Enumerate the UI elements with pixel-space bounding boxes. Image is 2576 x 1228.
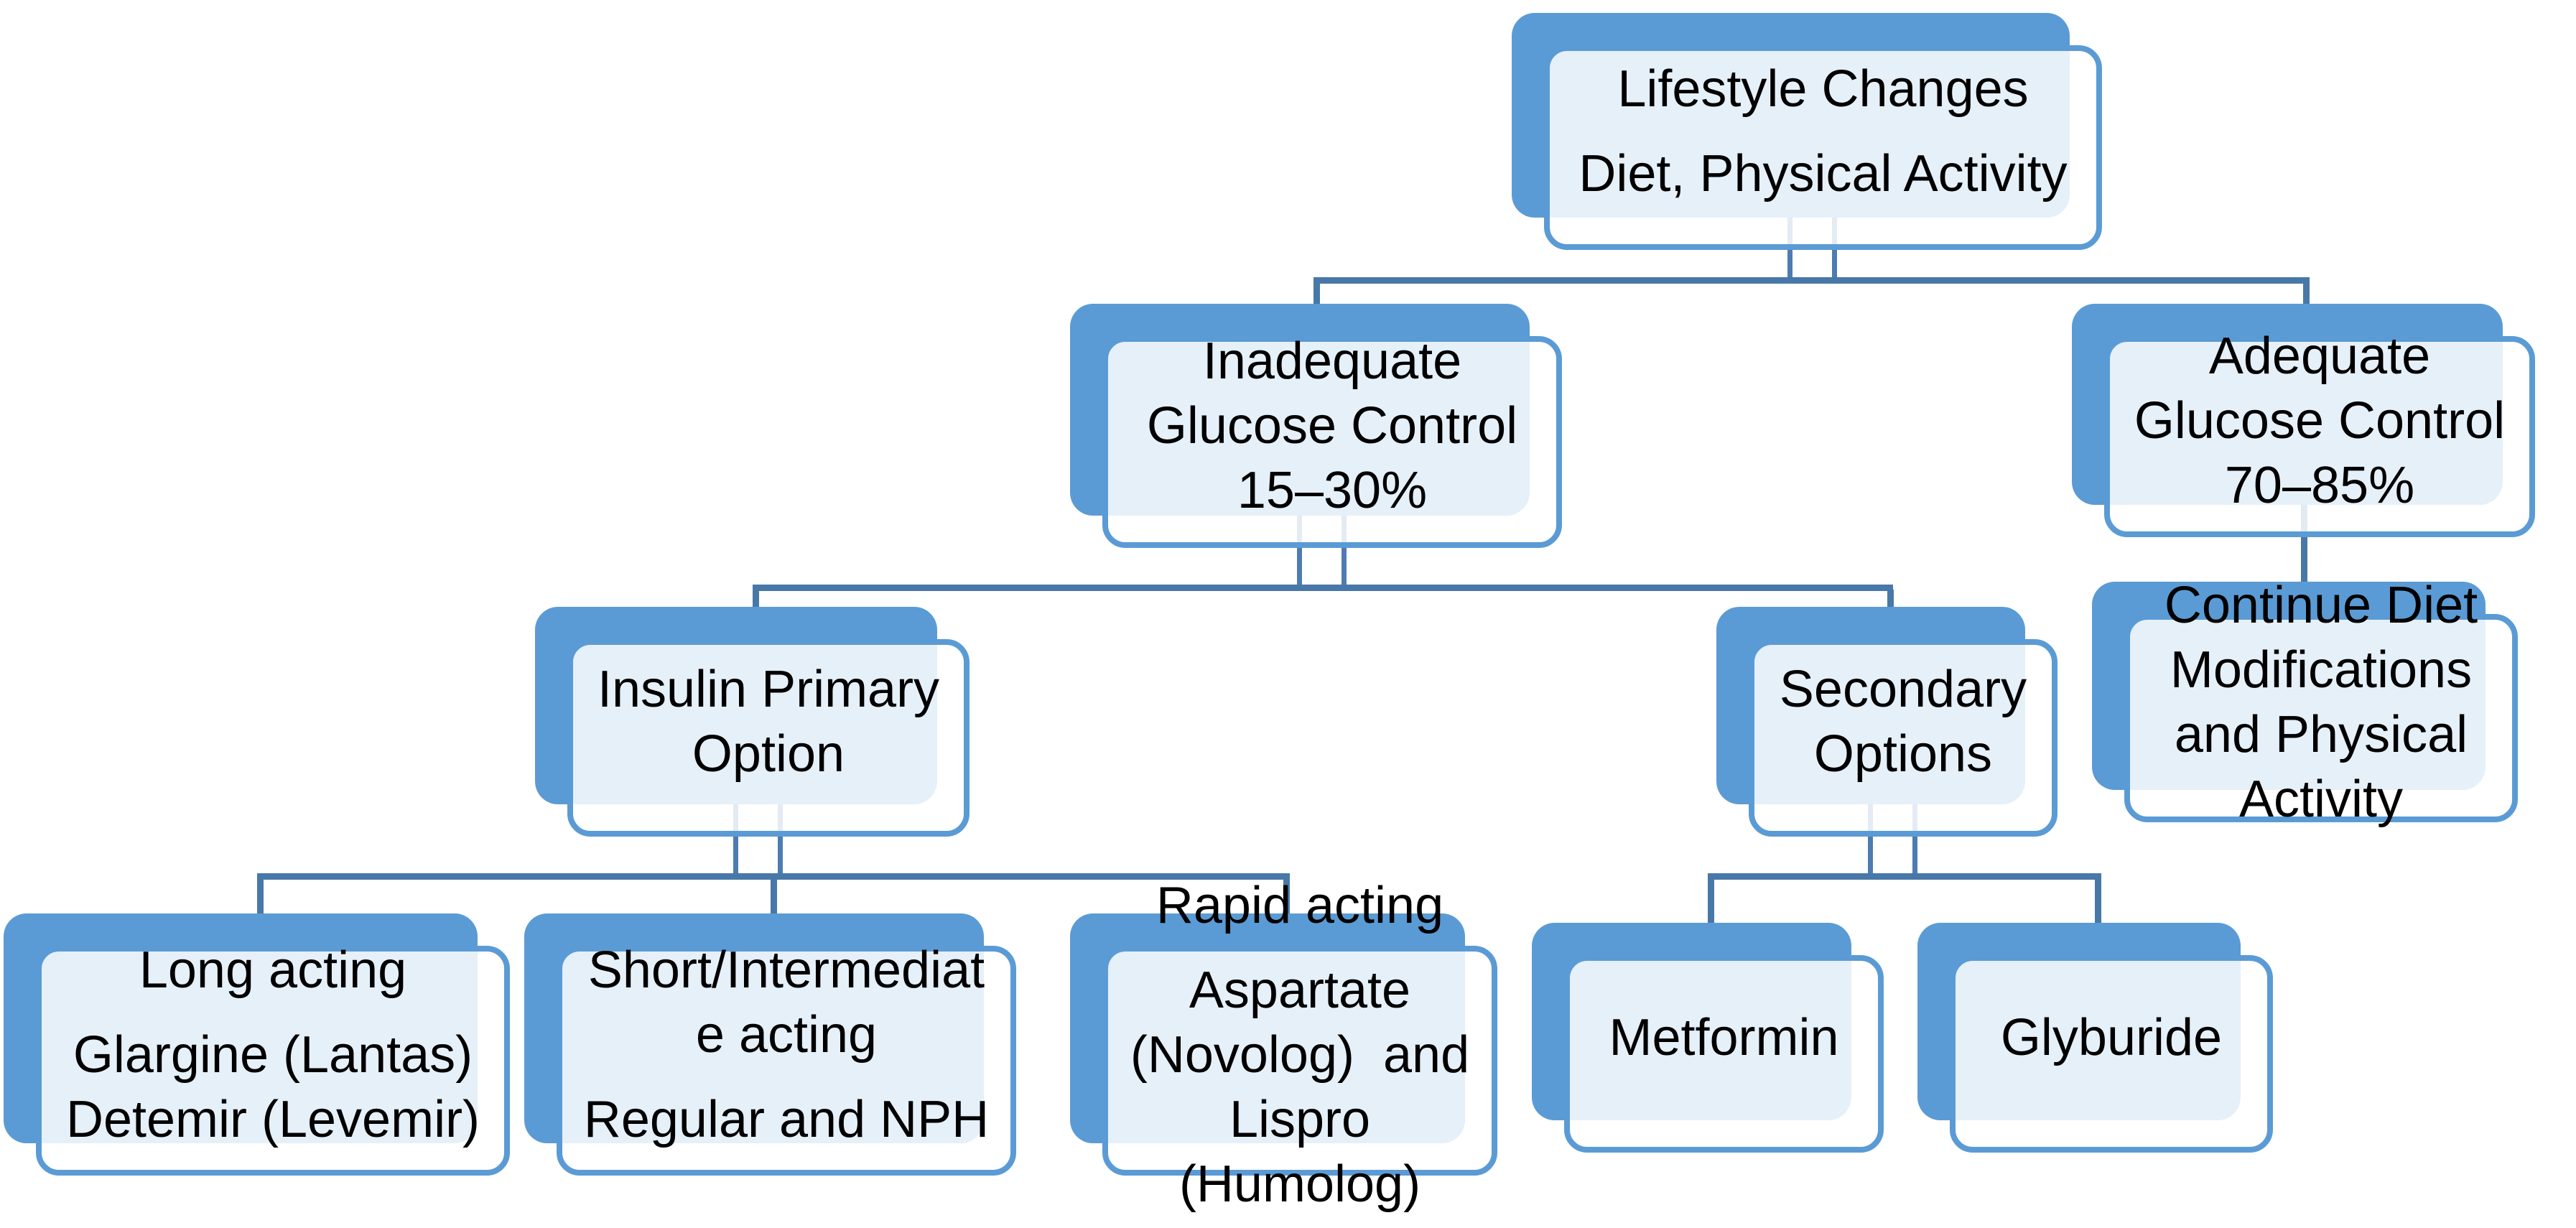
- node-metformin: Metformin: [1532, 923, 1884, 1153]
- node-insulin-line1: Insulin Primary Option: [597, 661, 954, 783]
- node-glyburide: Glyburide: [1917, 923, 2273, 1153]
- node-short-acting-box: Short/Intermediate acting Regular and NP…: [557, 941, 1016, 1176]
- connector-drop-rapid-acting: [1283, 878, 1290, 921]
- connector-drop-adequate: [2303, 282, 2310, 312]
- node-inadequate: Inadequate Glucose Control 15–30%: [1070, 304, 1562, 548]
- node-rapid-acting-box: Rapid acting Aspartate (Novolog) and Lis…: [1102, 877, 1497, 1213]
- node-long-acting-line2: Glargine (Lantas) Detemir (Levemir): [65, 1025, 488, 1148]
- connector-rail-level2: [753, 585, 1893, 591]
- connector-rail-level3-right: [1708, 873, 2101, 880]
- node-metformin-box: Metformin: [1564, 955, 1884, 1153]
- node-adequate-line1: Adequate Glucose Control 70–85%: [2134, 327, 2520, 514]
- connector-drop-inadequate: [1313, 282, 1320, 312]
- connector-drop-long-acting: [257, 878, 264, 921]
- node-adequate: Adequate Glucose Control 70–85%: [2072, 304, 2535, 537]
- node-lifestyle-line1: Lifestyle Changes: [1617, 60, 2029, 118]
- node-continue-diet-line1: Continue Diet Modifications and Physical…: [2164, 576, 2493, 828]
- node-secondary-box: Secondary Options: [1749, 639, 2057, 837]
- node-short-acting-line2: Regular and NPH: [583, 1090, 990, 1148]
- connector-drop-short-acting: [771, 878, 777, 921]
- connector-drop-metformin: [1708, 878, 1714, 930]
- node-lifestyle-line2: Diet, Physical Activity: [1578, 145, 2068, 203]
- node-long-acting: Long acting Glargine (Lantas) Detemir (L…: [4, 913, 510, 1176]
- node-rapid-acting: Rapid acting Aspartate (Novolog) and Lis…: [1070, 877, 1497, 1213]
- node-continue-diet-box: Continue Diet Modifications and Physical…: [2124, 577, 2518, 828]
- node-insulin: Insulin Primary Option: [535, 607, 970, 837]
- connector-drop-insulin: [753, 590, 759, 615]
- node-insulin-box: Insulin Primary Option: [567, 639, 970, 837]
- connector-drop-glyburide: [2095, 878, 2101, 930]
- node-rapid-acting-line2: Aspartate (Novolog) and Lispro (Humolog): [1130, 961, 1484, 1213]
- node-inadequate-box: Inadequate Glucose Control 15–30%: [1102, 332, 1562, 548]
- connector-rail-level3-left: [257, 873, 1290, 880]
- node-secondary-line1: Secondary Options: [1779, 661, 2042, 783]
- node-rapid-acting-line1: Rapid acting: [1156, 876, 1444, 934]
- node-short-acting-line1: Short/Intermediate acting: [587, 941, 985, 1064]
- node-long-acting-box: Long acting Glargine (Lantas) Detemir (L…: [36, 941, 510, 1176]
- node-lifestyle-box: Lifestyle Changes Diet, Physical Activit…: [1544, 45, 2102, 250]
- node-long-acting-line1: Long acting: [139, 941, 407, 999]
- node-continue-diet: Continue Diet Modifications and Physical…: [2092, 577, 2518, 828]
- node-adequate-box: Adequate Glucose Control 70–85%: [2104, 327, 2535, 537]
- node-lifestyle: Lifestyle Changes Diet, Physical Activit…: [1512, 13, 2102, 250]
- node-short-acting: Short/Intermediate acting Regular and NP…: [524, 913, 1016, 1176]
- node-metformin-line1: Metformin: [1609, 1009, 1839, 1066]
- node-inadequate-line1: Inadequate Glucose Control 15–30%: [1146, 332, 1533, 519]
- connector-adequate-continue: [2301, 496, 2307, 605]
- node-glyburide-line1: Glyburide: [2000, 1009, 2223, 1066]
- connector-drop-secondary: [1887, 590, 1894, 615]
- node-glyburide-box: Glyburide: [1950, 955, 2273, 1153]
- node-secondary: Secondary Options: [1716, 607, 2057, 837]
- connector-rail-level1: [1313, 277, 2310, 284]
